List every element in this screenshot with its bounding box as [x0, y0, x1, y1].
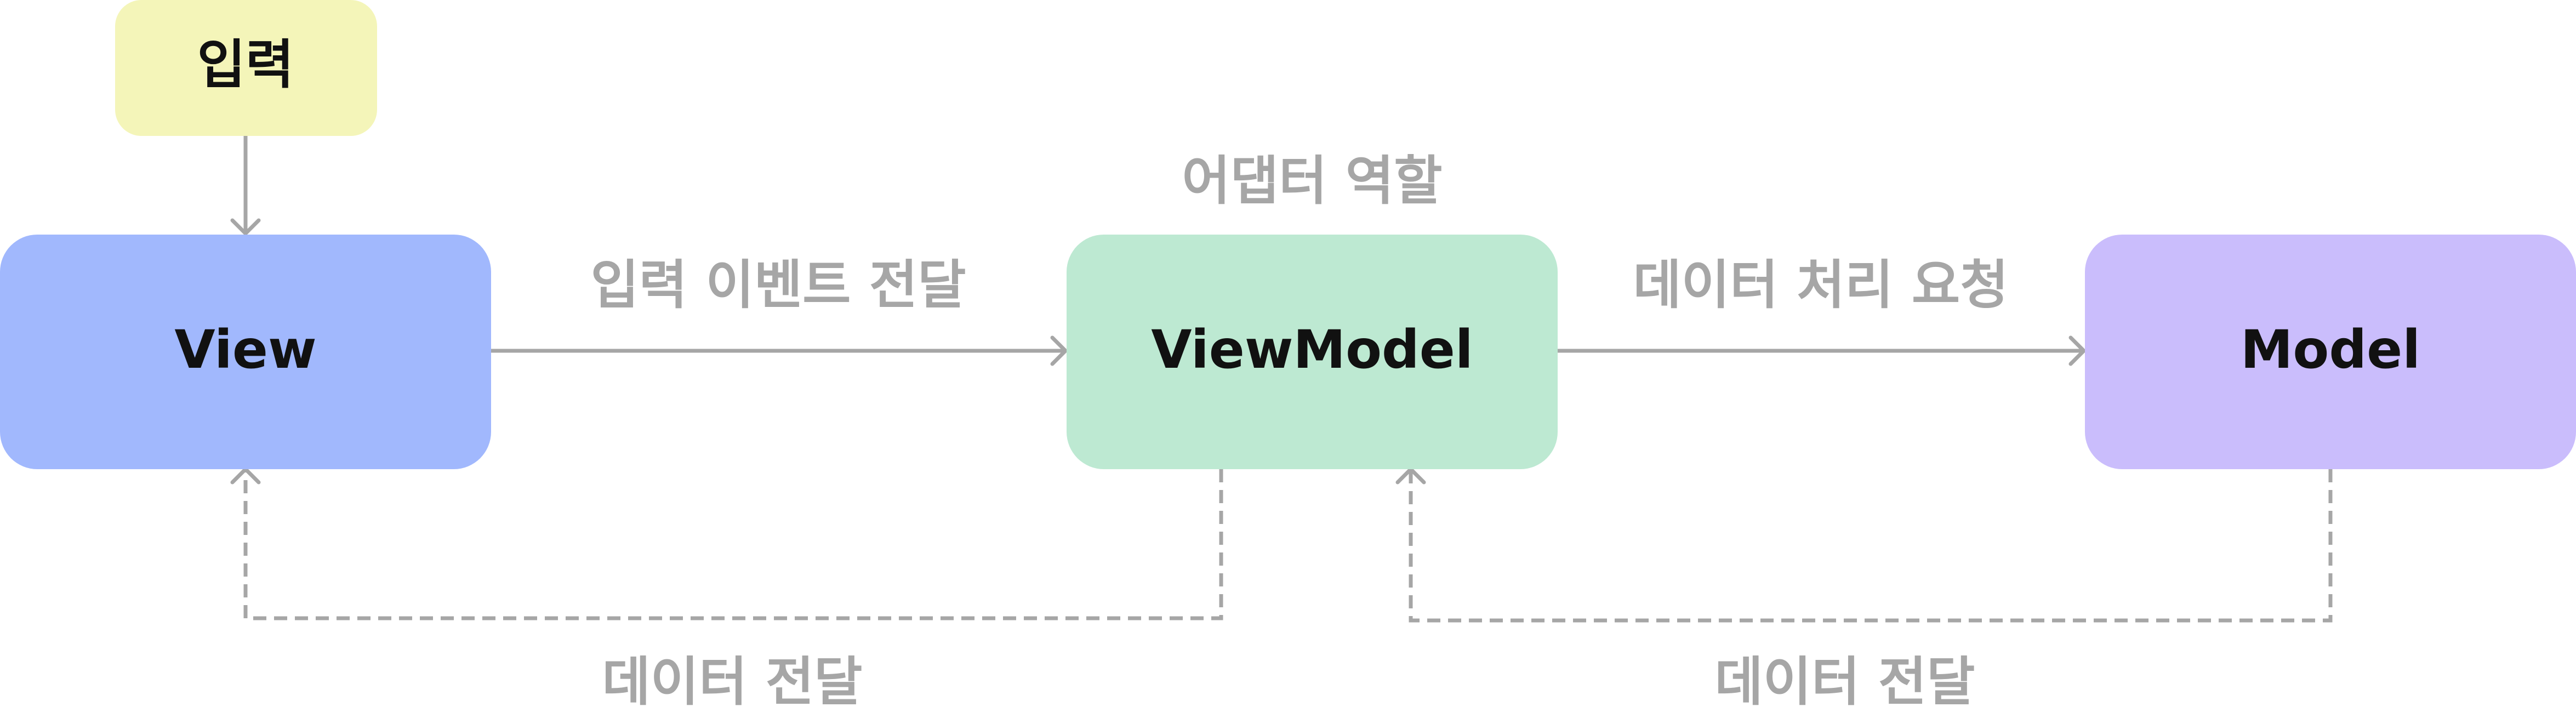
viewmodel-node: ViewModel	[1067, 235, 1558, 469]
edge-view-to-viewmodel	[491, 335, 1068, 366]
edge-input-to-view	[230, 136, 261, 236]
edge-label-data-delivery-right: 데이터 전달	[1714, 651, 1975, 713]
edge-label-input-event: 입력 이벤트 전달	[590, 254, 966, 316]
edge-label-data-delivery-left: 데이터 전달	[602, 651, 862, 713]
input-node: 입력	[115, 0, 377, 136]
viewmodel-node-label: ViewModel	[1151, 319, 1473, 380]
adapter-role-label: 어댑터 역할	[1182, 150, 1442, 212]
input-node-label: 입력	[197, 34, 294, 95]
model-node-label: Model	[2241, 319, 2420, 380]
edge-viewmodel-to-model	[1558, 335, 2086, 366]
view-node-label: View	[174, 319, 316, 380]
view-node: View	[0, 235, 491, 469]
edge-model-to-viewmodel	[1395, 467, 2333, 623]
model-node: Model	[2085, 235, 2576, 469]
edge-label-data-request: 데이터 처리 요청	[1633, 254, 2008, 316]
edge-viewmodel-to-view	[230, 467, 1223, 620]
